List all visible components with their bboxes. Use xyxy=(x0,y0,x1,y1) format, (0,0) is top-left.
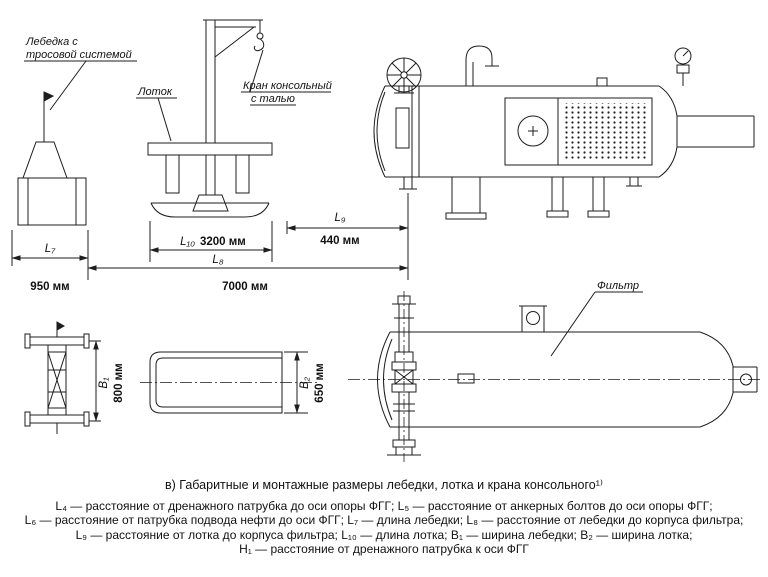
dim-B2-value: 650 мм xyxy=(314,363,326,402)
vessel-leg1 xyxy=(551,176,564,212)
valve-stem xyxy=(394,86,414,94)
winch-side-xbrace xyxy=(47,351,67,409)
tray-top-outline xyxy=(149,351,283,414)
vent-swan-neck xyxy=(465,45,499,86)
winch-side-topcap-l xyxy=(24,333,31,349)
winch-label-line1: Лебедка с xyxy=(25,36,78,48)
vessel-drain2 xyxy=(626,177,642,187)
winch-side-topcap-r xyxy=(83,333,90,349)
filter-label: Фильтр xyxy=(597,280,639,292)
vessel-manway xyxy=(395,107,410,149)
winch-side-rungs xyxy=(48,351,66,409)
filter-top-nozzle xyxy=(521,305,545,333)
winch-side-topbar xyxy=(29,336,85,346)
winch-side-botbar xyxy=(29,414,85,424)
crane-pulley xyxy=(256,32,264,40)
filter-nameplate xyxy=(457,373,475,384)
gauge-valve xyxy=(676,64,690,74)
legend-block: L₄ — расстояние от дренажного патрубка д… xyxy=(0,492,768,557)
vessel-left-head xyxy=(373,85,386,178)
filter-top-nozzle-hole xyxy=(526,311,540,325)
winch-front-view: Лебедка с тросовой системой xyxy=(17,36,137,226)
winch-body-frames xyxy=(27,178,77,225)
crane-base-plate xyxy=(147,142,273,156)
perforated-plate xyxy=(562,103,649,161)
dim-L10-value: 3200 мм xyxy=(200,236,246,248)
winch-label-leader xyxy=(49,60,87,111)
tray-support-right xyxy=(235,154,250,194)
gauge-needle xyxy=(682,50,689,57)
vessel-saddle xyxy=(451,176,481,214)
winch-side-flag xyxy=(56,321,66,331)
vessel-inner-box xyxy=(504,97,653,166)
winch-body xyxy=(17,177,87,226)
vessel-girth-flange xyxy=(411,86,420,177)
dim-L7-value: 950 мм xyxy=(30,281,69,293)
vessel-right-nozzle xyxy=(677,115,755,148)
winch-side-frame xyxy=(47,345,67,415)
filter-shell xyxy=(390,331,700,428)
vessel-port-circle xyxy=(517,115,549,147)
crane-jib xyxy=(206,19,263,58)
dim-B2-name: B₂ xyxy=(299,376,311,389)
tray-support-left xyxy=(165,154,180,194)
crane-label-line1: Кран консольный xyxy=(243,80,332,92)
winch-mast-flag xyxy=(43,91,55,102)
legend-line-3: L₉ — расстояние от лотка до корпуса филь… xyxy=(75,527,693,542)
winch-label-line2: тросовой системой xyxy=(26,49,132,61)
tray-pedestal xyxy=(192,194,229,212)
dim-L8-value: 7000 мм xyxy=(222,281,268,293)
pressure-gauge xyxy=(674,47,692,65)
tray-label: Лоток xyxy=(137,86,173,98)
crane-column xyxy=(203,19,224,143)
legend-line-1: L₄ — расстояние от дренажного патрубка д… xyxy=(55,499,713,513)
filter-label-leader xyxy=(550,291,596,357)
winch-side-view: B₁ 800 мм xyxy=(24,321,125,434)
dim-B1-name: B₁ xyxy=(98,377,110,389)
tray-top-view: B₂ 650 мм xyxy=(140,351,326,414)
crane-label-leader xyxy=(249,49,264,93)
fgg-vessel-view xyxy=(373,45,755,220)
crane-tray-view: Лоток Кран консольный с талью xyxy=(136,19,332,218)
dim-L10-name: L₁₀ xyxy=(180,236,195,248)
vessel-leg1-foot xyxy=(546,210,569,218)
vessel-top-stub xyxy=(596,77,608,87)
tray-label-leader xyxy=(157,97,172,142)
dim-L8-name: L₈ xyxy=(212,254,223,266)
legend-line-4: H₁ — расстояние от дренажного патрубка к… xyxy=(239,542,529,557)
figure-caption: в) Габаритные и монтажные размеры лебедк… xyxy=(165,478,603,492)
vessel-shell xyxy=(385,85,659,178)
valve-hub xyxy=(400,71,408,79)
vessel-leg2-foot xyxy=(587,210,610,218)
dim-L9-name: L₉ xyxy=(335,212,346,224)
vessel-leg2 xyxy=(592,176,605,212)
winch-side-botcap-r xyxy=(83,411,90,427)
vessel-saddle-base xyxy=(445,212,487,220)
legend-line-2: L₆ — расстояние от патрубка подвода нефт… xyxy=(24,513,744,528)
dim-L9-value: 440 мм xyxy=(320,235,359,247)
crane-column-lower xyxy=(205,155,216,195)
vessel-port-cross xyxy=(528,126,538,136)
tray-dish xyxy=(150,202,270,218)
drawing-canvas: Лебедка с тросовой системой Лоток Кран к… xyxy=(11,19,762,462)
winch-side-botcap-l xyxy=(24,411,31,427)
crane-label-line2: с талью xyxy=(251,93,295,105)
vessel-right-head xyxy=(658,85,678,178)
dim-L7-name: L₇ xyxy=(45,243,56,255)
dim-B1-value: 800 мм xyxy=(113,363,125,402)
winch-cone xyxy=(22,141,68,179)
dimension-lines-top: L₇ 950 мм L₈ 7000 мм L₉ 440 мм L₁₀ 3200 … xyxy=(11,193,409,293)
crane-hook xyxy=(253,38,265,52)
vessel-drain xyxy=(399,177,417,190)
drain-pipe-lower xyxy=(393,392,415,440)
filter-view: Фильтр xyxy=(348,280,762,462)
